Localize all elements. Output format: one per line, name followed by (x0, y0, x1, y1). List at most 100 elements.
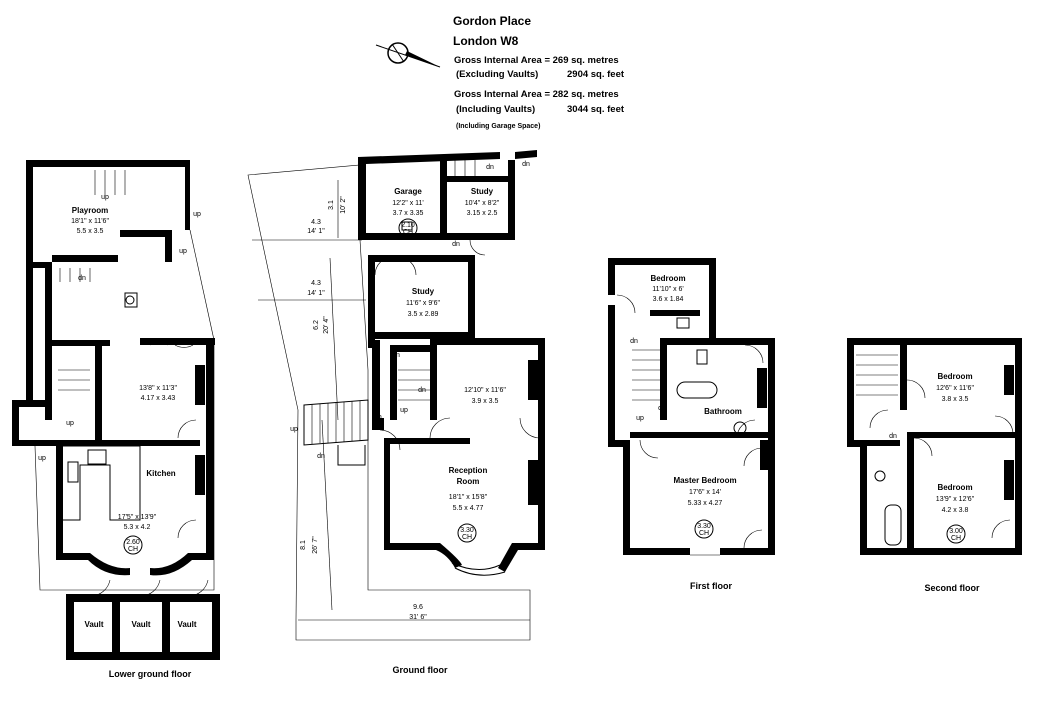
ground-reception-imperial: 18'1" x 15'8" (449, 494, 488, 501)
lower-ceiling-height-unit: CH (128, 546, 138, 553)
first-master-imperial: 17'6" x 14' (689, 489, 721, 496)
gia-excluding-label: Gross Internal Area = 269 sq. metres (454, 55, 619, 66)
ground-garage-metric: 3.7 x 3.35 (393, 210, 424, 217)
first-stair-label: up (636, 415, 644, 422)
ground-dim-imperial: 31' 6" (409, 614, 427, 621)
ground-dim-metric: 3.1 (328, 200, 335, 210)
ground-stair-label: dn (522, 161, 530, 168)
ground-reception-height: 3.30 (460, 527, 474, 534)
ground-garage-height-badge (398, 218, 418, 238)
ground-study-metric: 3.5 x 2.89 (408, 311, 439, 318)
lower-playroom-imperial: 18'1" x 11'6" (71, 218, 109, 225)
ground-study-upper-metric: 3.15 x 2.5 (467, 210, 498, 217)
ground-living-metric: 3.9 x 3.5 (472, 398, 499, 405)
lower-ceiling-height-badge (123, 535, 143, 555)
ground-stair-label: dn (392, 352, 400, 359)
garage-space-note: (Including Garage Space) (456, 123, 541, 130)
second-bedroom1-imperial: 12'6" x 11'6" (936, 385, 974, 392)
ground-floor: Garage 12'2" x 11' 3.7 x 3.35 2.10 CH St… (247, 150, 545, 675)
first-master-height-unit: CH (699, 530, 709, 537)
lower-stair-label: up (66, 420, 74, 427)
ground-reception-name-2: Room (457, 477, 480, 486)
gia-including-note: (Including Vaults) (456, 104, 536, 115)
ground-stair-label: dn (486, 164, 494, 171)
lower-ground-floor: Playroom 18'1" x 11'6" 5.5 x 3.5 13'8" x… (12, 160, 220, 679)
ground-garage-height: 2.10 (401, 222, 415, 229)
ground-stair-label: up (290, 426, 298, 433)
address-line-1: Gordon Place (453, 14, 532, 28)
lower-kitchen-metric: 5.3 x 4.2 (124, 524, 151, 531)
lower-vault-1: Vault (84, 620, 103, 629)
first-stair-label: dn (630, 338, 638, 345)
ground-study-upper-imperial: 10'4" x 8'2" (465, 200, 500, 207)
first-stair-label: dn (658, 405, 666, 412)
ground-reception-height-badge (457, 523, 477, 543)
ground-study-upper-name: Study (471, 187, 494, 196)
ground-dim-imperial: 10' 2" (340, 196, 347, 214)
lower-playroom-metric: 5.5 x 3.5 (77, 228, 104, 235)
ground-stair-label: in (376, 414, 382, 421)
first-bathroom-name: Bathroom (704, 407, 742, 416)
ground-study-imperial: 11'6" x 9'6" (406, 300, 440, 307)
ground-reception-name-1: Reception (449, 466, 488, 475)
lower-kitchen-name: Kitchen (146, 469, 175, 478)
ground-living-imperial: 12'10" x 11'6" (464, 387, 506, 394)
gia-including-sqft: 3044 sq. feet (567, 104, 625, 115)
gia-including-label: Gross Internal Area = 282 sq. metres (454, 89, 619, 100)
ground-stair-label: dn (418, 387, 426, 394)
ground-dim-metric: 4.3 (311, 280, 321, 287)
first-bedroom-metric: 3.6 x 1.84 (653, 296, 684, 303)
first-master-name: Master Bedroom (673, 476, 736, 485)
lower-stair-label: up (193, 211, 201, 218)
lower-stair-label: dn (78, 275, 86, 282)
second-bedroom1-name: Bedroom (937, 372, 972, 381)
second-bedroom2-name: Bedroom (937, 483, 972, 492)
compass-icon (375, 42, 441, 68)
second-bedroom2-height: 3.00 (949, 528, 963, 535)
lower-stair-label: up (179, 248, 187, 255)
ground-reception-metric: 5.5 x 4.77 (453, 505, 484, 512)
ground-stair-label: dn (452, 241, 460, 248)
first-bedroom-name: Bedroom (650, 274, 685, 283)
lower-stair-label: up (101, 194, 109, 201)
ground-dim-imperial: 20' 4" (323, 316, 330, 334)
ground-dim-imperial: 14' 1" (307, 290, 325, 297)
lower-vault-3: Vault (177, 620, 196, 629)
second-floor: Bedroom 12'6" x 11'6" 3.8 x 3.5 Bedroom … (847, 338, 1022, 593)
ground-dim-metric: 4.3 (311, 219, 321, 226)
ground-dim-imperial: 14' 1" (307, 228, 325, 235)
second-stair-label: dn (889, 433, 897, 440)
ground-reception-height-unit: CH (462, 534, 472, 541)
address-line-2: London W8 (453, 34, 519, 48)
lower-reception-metric: 4.17 x 3.43 (141, 395, 176, 402)
ground-garage-name: Garage (394, 187, 422, 196)
first-master-height-badge (694, 519, 714, 539)
lower-vault-2: Vault (131, 620, 150, 629)
lower-stair-label: up (38, 455, 46, 462)
gia-excluding-sqft: 2904 sq. feet (567, 69, 625, 80)
second-bedroom1-metric: 3.8 x 3.5 (942, 396, 969, 403)
second-bedroom2-metric: 4.2 x 3.8 (942, 507, 969, 514)
ground-garage-imperial: 12'2" x 11' (392, 200, 424, 207)
second-bedroom2-height-badge (946, 524, 966, 544)
second-bedroom2-imperial: 13'9" x 12'6" (936, 496, 975, 503)
lower-playroom-name: Playroom (72, 206, 108, 215)
ground-study-name: Study (412, 287, 435, 296)
lower-reception-imperial: 13'8" x 11'3" (139, 385, 177, 392)
lower-kitchen-imperial: 17'5" x 13'9" (118, 514, 157, 521)
ground-dim-metric: 9.6 (413, 604, 423, 611)
ground-stair-label: dn (317, 453, 325, 460)
lower-ceiling-height: 2.60 (126, 539, 140, 546)
first-master-height: 3.30 (697, 523, 711, 530)
ground-garage-height-unit: CH (403, 229, 413, 236)
ground-dim-metric: 8.1 (300, 540, 307, 550)
second-bedroom2-height-unit: CH (951, 535, 961, 542)
first-master-metric: 5.33 x 4.27 (688, 500, 723, 507)
gia-excluding-note: (Excluding Vaults) (456, 69, 539, 80)
first-floor-caption: First floor (690, 581, 732, 591)
ground-dim-metric: 6.2 (313, 320, 320, 330)
lower-floor-caption: Lower ground floor (109, 669, 192, 679)
ground-floor-caption: Ground floor (393, 665, 448, 675)
first-bedroom-imperial: 11'10" x 6' (652, 286, 684, 293)
